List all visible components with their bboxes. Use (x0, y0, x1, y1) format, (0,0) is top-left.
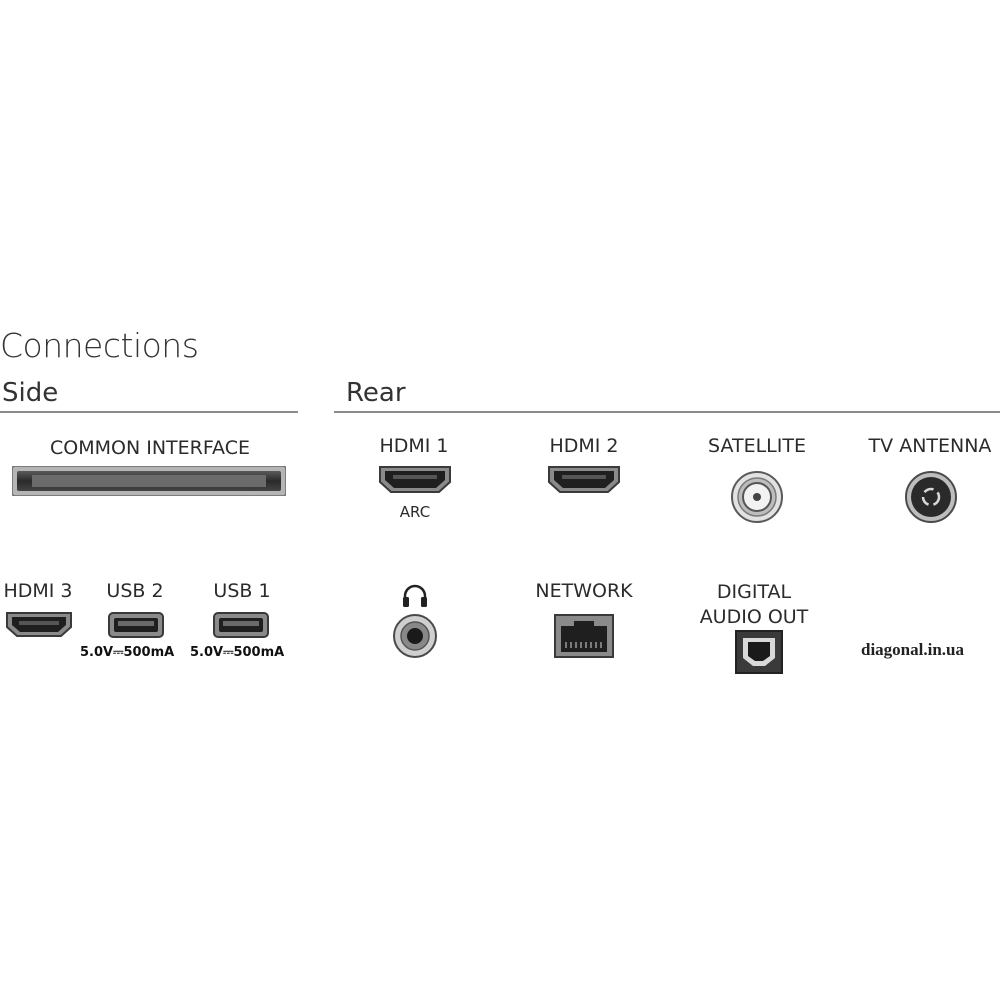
usb2-label: USB 2 (106, 580, 164, 602)
hdmi3-label: HDMI 3 (3, 580, 73, 602)
usb1-label: USB 1 (213, 580, 271, 602)
headphone-jack-icon (392, 613, 438, 659)
hdmi1-port-icon (378, 464, 452, 494)
usb1-port-icon (213, 612, 269, 638)
page-title: Connections (0, 326, 199, 365)
usb2-power-spec: 5.0V⎓500mA (80, 645, 175, 660)
usb2-port-icon (108, 612, 164, 638)
section-rear-heading: Rear (346, 378, 406, 408)
digital-audio-label-line2: AUDIO OUT (699, 606, 809, 628)
hdmi3-port-icon (5, 610, 73, 638)
tv-antenna-connector-icon (904, 470, 958, 524)
watermark: diagonal.in.ua (861, 640, 964, 659)
headphones-icon (402, 584, 428, 608)
network-port-icon (554, 614, 614, 658)
network-label: NETWORK (535, 580, 633, 602)
hdmi2-port-icon (547, 464, 621, 494)
tv-antenna-label: TV ANTENNA (868, 435, 992, 457)
side-divider (0, 411, 298, 413)
hdmi2-label: HDMI 2 (549, 435, 619, 457)
common-interface-label: COMMON INTERFACE (50, 437, 250, 459)
satellite-connector-icon (730, 470, 784, 524)
satellite-label: SATELLITE (708, 435, 806, 457)
digital-audio-label-line1: DIGITAL (716, 581, 792, 603)
usb1-power-spec: 5.0V⎓500mA (190, 645, 285, 660)
common-interface-slot-icon (12, 466, 286, 496)
hdmi1-label: HDMI 1 (379, 435, 449, 457)
section-side-heading: Side (2, 378, 59, 408)
optical-audio-port-icon (735, 630, 783, 674)
rear-divider (334, 411, 1000, 413)
hdmi1-arc-label: ARC (399, 503, 431, 521)
